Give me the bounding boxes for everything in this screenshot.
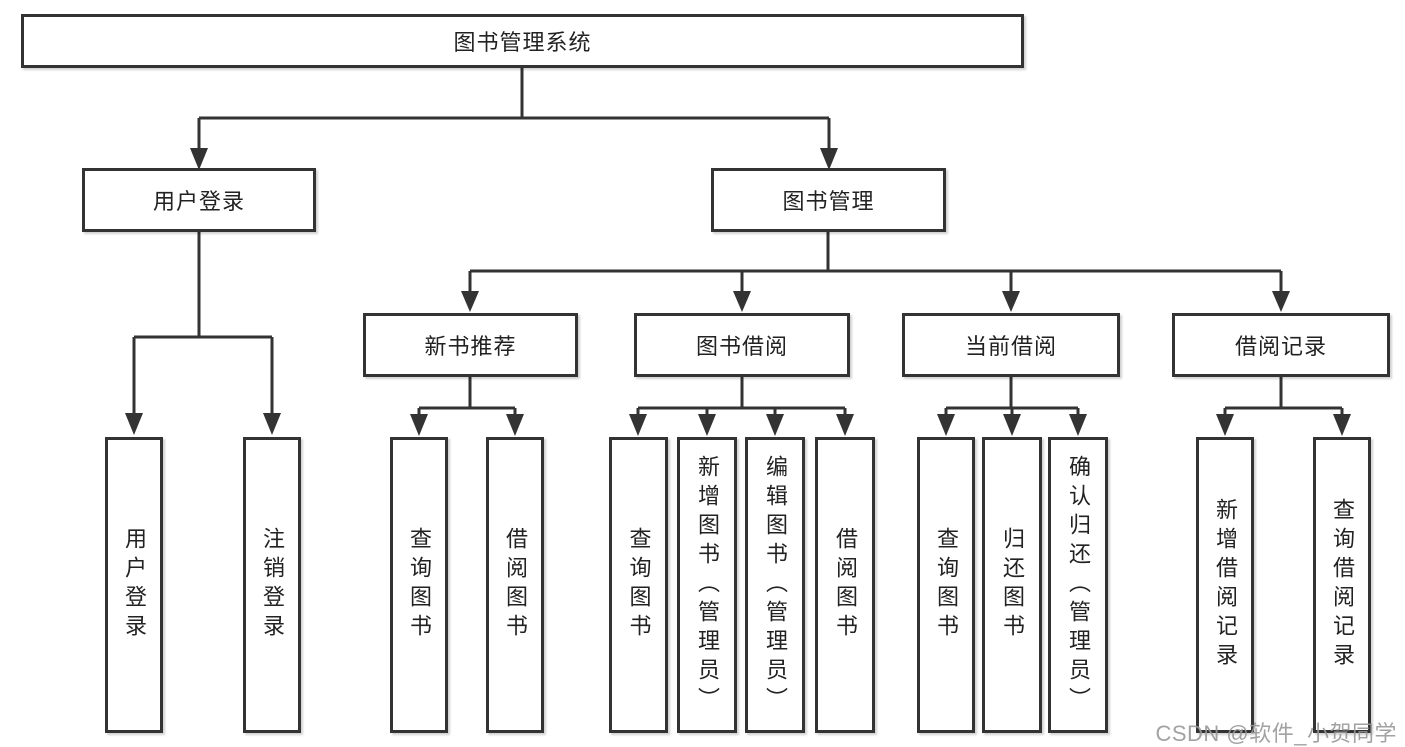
node-book-management: 图书管理 [711,168,946,232]
leaf-user-login: 用户登录 [105,437,163,733]
node-new-book-recommendation: 新书推荐 [363,313,578,377]
node-borrowing-records: 借阅记录 [1172,313,1390,377]
leaf-edit-books-admin: 编辑图书（管理员） [745,437,805,733]
leaf-query-books-current: 查询图书 [917,437,975,733]
leaf-add-books-admin: 新增图书（管理员） [677,437,737,733]
arrowhead-triangles [125,148,1351,436]
leaf-logout: 注销登录 [243,437,301,733]
csdn-watermark: CSDN @软件_小贺同学 [1155,721,1397,746]
node-current-borrowing: 当前借阅 [902,313,1120,377]
leaf-add-borrow-record: 新增借阅记录 [1196,437,1254,733]
leaf-confirm-return-admin: 确认归还（管理员） [1048,437,1108,733]
node-user-login: 用户登录 [82,168,316,232]
node-book-borrowing: 图书借阅 [634,313,850,377]
connector-lines [132,68,1344,416]
leaf-query-borrow-record: 查询借阅记录 [1313,437,1371,733]
leaf-return-books: 归还图书 [982,437,1042,733]
leaf-borrow-books-recommend: 借阅图书 [486,437,544,733]
node-root-library-system: 图书管理系统 [21,14,1024,68]
leaf-query-books-recommend: 查询图书 [390,437,448,733]
leaf-query-books-borrowing: 查询图书 [609,437,668,733]
leaf-borrow-books-borrowing: 借阅图书 [815,437,875,733]
